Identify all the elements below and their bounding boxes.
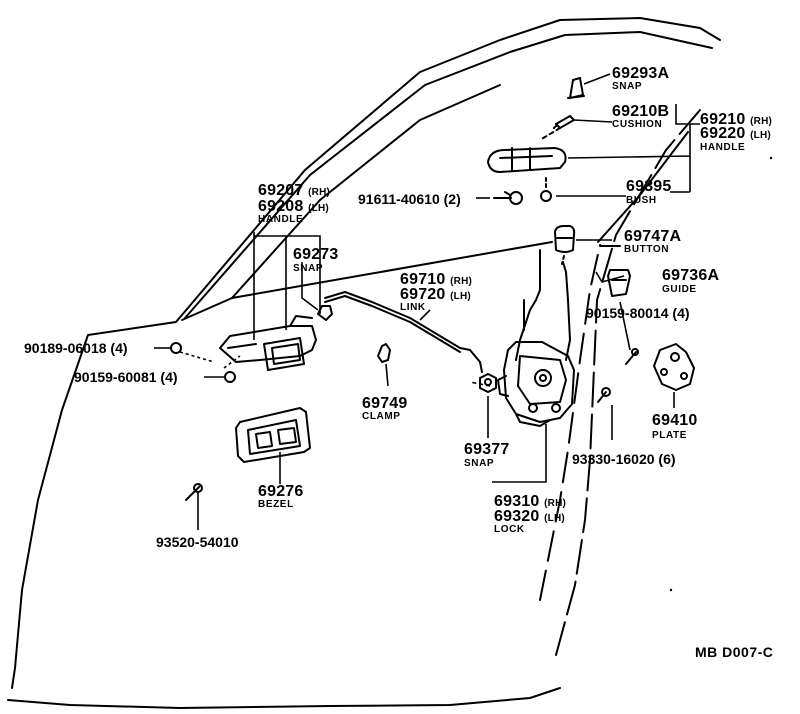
partno-69273: 69273 [293, 246, 339, 263]
partname-bush: BUSH [626, 195, 657, 206]
button-69747A [554, 225, 576, 253]
bolt-91611 [493, 191, 523, 205]
partname-link: LINK [400, 302, 426, 313]
partno-69749: 69749 [362, 395, 408, 412]
partname-plate: PLATE [652, 430, 688, 441]
screw-93330 [597, 387, 611, 403]
partname-lock: LOCK [494, 524, 525, 535]
partname-cushion: CUSHION [612, 119, 663, 130]
side-rh: (RH) [308, 187, 331, 198]
bezel-69276 [235, 407, 311, 463]
partno-93330-16020: 93330-16020 (6) [572, 451, 676, 467]
partname-guide: GUIDE [662, 284, 697, 295]
clamp-69749 [377, 343, 391, 363]
partname-snap-69377: SNAP [464, 458, 495, 469]
door-outline [7, 17, 721, 709]
snap-69377 [479, 373, 497, 393]
outside-handle [487, 147, 567, 173]
partno-69276: 69276 [258, 483, 304, 500]
side-lh: (LH) [308, 203, 329, 214]
lock-rods [515, 249, 571, 361]
partno-69207-rh: 69207 [258, 182, 304, 199]
screw-90159-80014 [625, 348, 639, 365]
partno-69395: 69395 [626, 178, 672, 195]
plate-69410 [653, 343, 695, 391]
partname-snap-69273: SNAP [293, 263, 324, 274]
partno-69310-rh: 69310 [494, 493, 540, 510]
diagram-code: MB D007-C [695, 644, 774, 660]
partno-69710-rh: 69710 [400, 271, 446, 288]
clip-90189 [170, 342, 182, 354]
partno-69320-lh: 69320 [494, 508, 540, 525]
partno-69410: 69410 [652, 412, 698, 429]
partname-snap: SNAP [612, 81, 643, 92]
partno-69210: 69210 (RH) [700, 112, 772, 130]
partname-bezel: BEZEL [258, 499, 294, 510]
partno-91611-40610: 91611-40610 (2) [358, 191, 461, 207]
side-lh: (LH) [544, 513, 565, 524]
partno-69207: 69207 (RH) [258, 183, 330, 201]
partno-69720-lh: 69720 [400, 286, 446, 303]
partname-clamp: CLAMP [362, 411, 401, 422]
partno-93520-54010: 93520-54010 [156, 534, 239, 550]
partno-69220: 69220 (LH) [700, 126, 771, 144]
partno-90189-06018: 90189-06018 (4) [24, 340, 128, 356]
screw-90159-60081 [224, 371, 236, 383]
partno-69210-rh: 69210 [700, 111, 746, 128]
partname-handle-inner: HANDLE [258, 214, 304, 225]
partno-69736A: 69736A [662, 267, 720, 284]
inside-handle [219, 315, 317, 371]
partno-69210B: 69210B [612, 103, 670, 120]
cushion-69210B [539, 115, 575, 141]
snap-69293A [567, 77, 585, 99]
partno-69320: 69320 (LH) [494, 509, 565, 527]
side-lh: (LH) [450, 291, 471, 302]
partno-69293A: 69293A [612, 65, 670, 82]
partno-69747A: 69747A [624, 228, 682, 245]
partno-69208: 69208 (LH) [258, 199, 329, 217]
screw-93520 [185, 483, 203, 501]
leader-lines [154, 73, 700, 530]
partno-69720: 69720 (LH) [400, 287, 471, 305]
partno-69310: 69310 (RH) [494, 494, 566, 512]
side-rh: (RH) [450, 276, 473, 287]
guide-69736A [607, 269, 631, 297]
partno-69710: 69710 (RH) [400, 272, 472, 290]
door-lock-69310 [497, 341, 575, 427]
partno-69220-lh: 69220 [700, 125, 746, 142]
partno-69208-lh: 69208 [258, 198, 304, 215]
partname-button: BUTTON [624, 244, 670, 255]
side-rh: (RH) [750, 116, 773, 127]
bush-69395 [540, 177, 552, 202]
partno-90159-60081: 90159-60081 (4) [74, 369, 178, 385]
partname-handle-outer: HANDLE [700, 142, 746, 153]
partno-69377: 69377 [464, 441, 510, 458]
snap-69273 [317, 305, 333, 321]
partno-90159-80014: 90159-80014 (4) [586, 305, 690, 321]
side-rh: (RH) [544, 498, 567, 509]
side-lh: (LH) [750, 130, 771, 141]
link-rod [324, 291, 483, 373]
